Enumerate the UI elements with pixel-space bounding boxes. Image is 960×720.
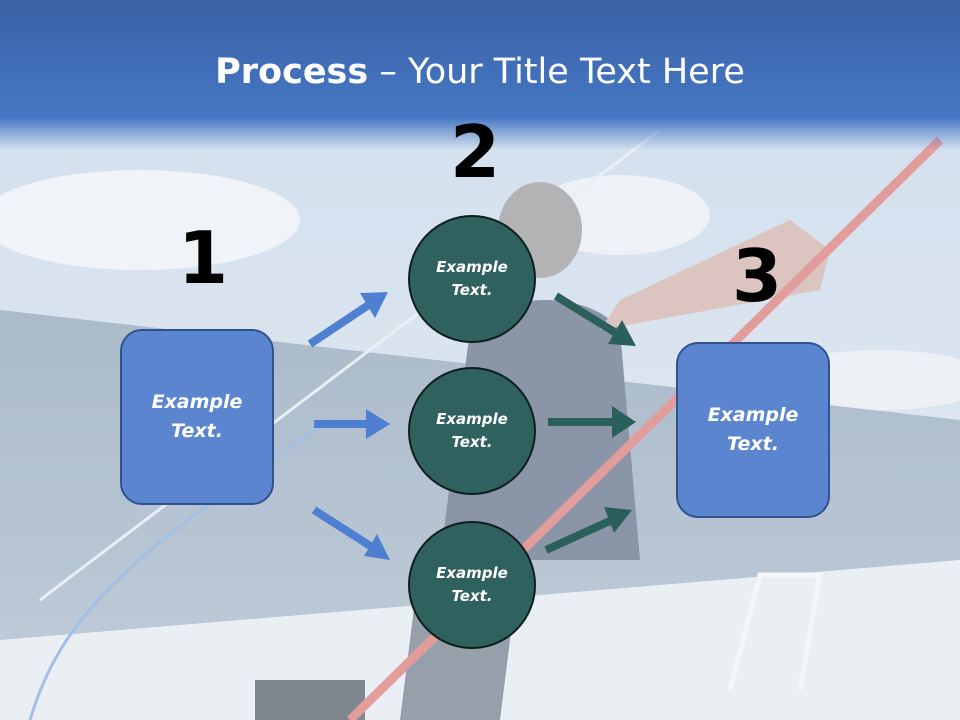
step-2-middle-label: Example Text. — [436, 410, 508, 451]
step-2-circle-bottom[interactable]: Example Text. — [408, 521, 536, 649]
arrow-1-to-middle — [314, 409, 390, 439]
step-1-number: 1 — [178, 216, 229, 300]
step-2-bottom-label: Example Text. — [436, 564, 508, 605]
step-3-number: 3 — [732, 234, 783, 318]
step-2-top-label: Example Text. — [436, 258, 508, 299]
title-rest: – Your Title Text Here — [368, 52, 745, 92]
arrow-1-to-top — [307, 292, 388, 348]
step-3-box[interactable]: Example Text. — [676, 342, 830, 518]
step-3-label: Example Text. — [707, 404, 799, 455]
arrow-1-to-bottom — [311, 506, 390, 560]
arrow-top-to-3 — [553, 292, 636, 346]
step-1-box[interactable]: Example Text. — [120, 329, 274, 505]
arrow-middle-to-3 — [548, 406, 636, 438]
step-2-number: 2 — [450, 110, 501, 194]
title-bar — [0, 0, 960, 150]
step-2-circle-top[interactable]: Example Text. — [408, 215, 536, 343]
slide-title: Process – Your Title Text Here — [0, 52, 960, 92]
step-2-circle-middle[interactable]: Example Text. — [408, 367, 536, 495]
title-bold: Process — [215, 52, 369, 92]
step-1-label: Example Text. — [151, 391, 243, 442]
arrow-bottom-to-3 — [544, 507, 632, 554]
